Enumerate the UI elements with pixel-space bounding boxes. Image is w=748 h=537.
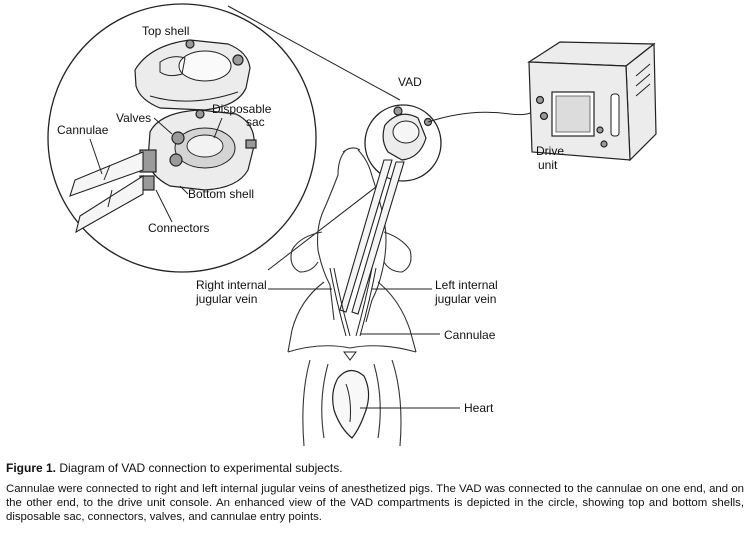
label-right-ijv-1: Right internal (196, 278, 267, 292)
label-cannulae-subject: Cannulae (444, 328, 496, 342)
pig-outline (287, 147, 417, 447)
vad-device (364, 104, 442, 182)
label-sac: sac (246, 115, 265, 129)
top-shell-illustration (134, 39, 251, 111)
caption-title: Diagram of VAD connection to experimenta… (56, 461, 343, 475)
drive-line (427, 111, 534, 123)
cannulae-on-subject (339, 159, 405, 315)
magnifier-line-bottom (267, 179, 386, 271)
caption-title-line: Figure 1. Diagram of VAD connection to e… (6, 461, 744, 476)
label-drive: Drive (536, 144, 564, 158)
label-left-ijv-2: jugular vein (434, 292, 496, 306)
label-left-ijv-1: Left internal (435, 278, 498, 292)
label-right-ijv-2: jugular vein (195, 292, 257, 306)
cannulae-tubes (69, 151, 144, 234)
caption-figure-label: Figure 1. (6, 461, 57, 475)
label-top-shell: Top shell (142, 24, 189, 38)
vad-diagram: Top shell Valves Disposable sac Cannulae… (47, 3, 657, 447)
label-cannulae-enlarged: Cannulae (57, 123, 109, 137)
label-vad: VAD (398, 75, 422, 89)
enlarged-view-circle (47, 3, 317, 273)
caption-body: Cannulae were connected to right and lef… (6, 483, 744, 523)
bottom-shell-illustration (139, 109, 257, 191)
label-valves: Valves (116, 111, 151, 125)
label-disposable: Disposable (212, 102, 272, 116)
label-heart: Heart (464, 401, 494, 415)
label-connectors: Connectors (148, 221, 209, 235)
jugular-veins (329, 267, 377, 361)
heart (332, 369, 370, 439)
drive-unit (527, 41, 657, 162)
magnifier-line-top (227, 5, 401, 101)
label-unit: unit (538, 158, 558, 172)
label-bottom-shell: Bottom shell (188, 187, 254, 201)
figure-caption: Figure 1. Diagram of VAD connection to e… (6, 461, 744, 524)
